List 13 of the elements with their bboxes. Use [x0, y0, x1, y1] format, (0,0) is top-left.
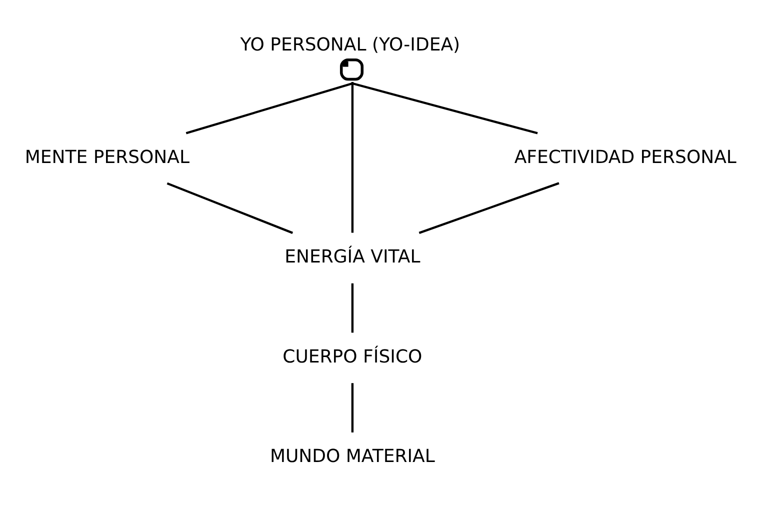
connector — [352, 82, 538, 134]
node-label: YO PERSONAL (YO-IDEA) — [240, 34, 460, 56]
node-text: MUNDO MATERIAL — [270, 446, 435, 468]
connector — [166, 182, 294, 234]
node-text: CUERPO FÍSICO — [282, 346, 422, 368]
connector — [186, 82, 353, 134]
node-text: MENTE PERSONAL — [24, 146, 190, 168]
node-text: ENERGÍA VITAL — [284, 246, 420, 268]
connector — [351, 383, 354, 432]
connector — [351, 82, 354, 233]
node-text: AFECTIVIDAD PERSONAL — [514, 146, 736, 168]
connector — [418, 182, 560, 234]
connector — [351, 283, 354, 333]
